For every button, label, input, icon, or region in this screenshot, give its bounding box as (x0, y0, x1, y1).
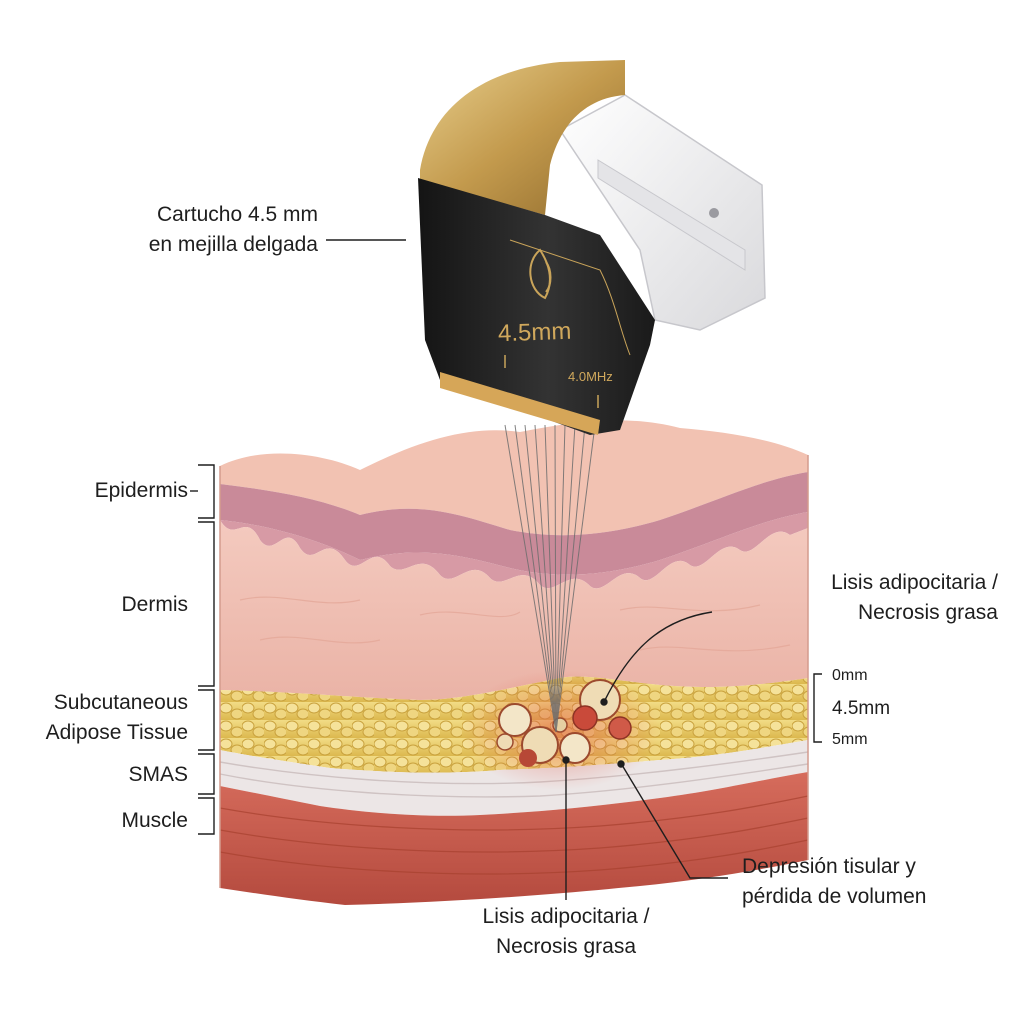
callout-lysis-right-line2: Necrosis grasa (857, 601, 998, 624)
brand-logo-icon (529, 248, 552, 300)
device-depth-marking: 4.5mm (497, 317, 572, 348)
leader-lysis-right (604, 611, 713, 701)
device-frequency-marking: 4.0MHz (568, 369, 613, 384)
label-epidermis: Epidermis (94, 479, 188, 502)
callout-depression: Depresión tisular y pérdida de volumen (742, 852, 982, 912)
label-subcutaneous: Subcutaneous Adipose Tissue (8, 688, 188, 748)
depth-scale-bracket (813, 673, 822, 743)
callout-lysis-bottom: Lisis adipocitaria / Necrosis grasa (420, 902, 712, 962)
leader-lines (190, 239, 822, 900)
bracket-smas (198, 753, 215, 795)
bracket-muscle (198, 797, 215, 835)
necrosis-lesion (460, 670, 660, 790)
depth-scale-top: 0mm (832, 667, 868, 684)
cartridge-callout-line2: en mejilla delgada (148, 233, 318, 256)
dermis-texture (239, 596, 791, 652)
label-muscle: Muscle (121, 809, 188, 832)
dermal-papillae (220, 512, 808, 589)
bracket-fat (198, 689, 215, 751)
cartridge-callout: Cartucho 4.5 mm en mejilla delgada (100, 200, 318, 260)
skin-block (219, 420, 809, 905)
hifu-cartridge (418, 60, 766, 435)
bracket-dermis (198, 521, 215, 687)
depth-scale-mid: 4.5mm (832, 698, 891, 719)
epidermis-band (220, 472, 808, 575)
transducer-strip (440, 372, 600, 435)
muscle-fibers (219, 795, 809, 875)
cartridge-callout-line1: Cartucho 4.5 mm (156, 203, 318, 226)
callout-depression-line1: Depresión tisular y (742, 855, 916, 878)
callout-lysis-bottom-line2: Necrosis grasa (495, 935, 637, 958)
cartridge-gold-cap (420, 60, 625, 215)
label-subcutaneous-line2: Adipose Tissue (45, 721, 188, 744)
leader-depression (621, 764, 728, 879)
depth-scale-bottom: 5mm (832, 731, 868, 748)
label-dermis: Dermis (121, 593, 189, 616)
dermis-layer (220, 520, 808, 700)
muscle-layer (220, 772, 808, 905)
callout-depression-line2: pérdida de volumen (742, 885, 927, 908)
callout-lysis-bottom-line1: Lisis adipocitaria / (482, 905, 650, 928)
callout-lysis-right-line1: Lisis adipocitaria / (831, 571, 998, 594)
label-smas: SMAS (128, 763, 188, 786)
cartridge-black-body (418, 178, 655, 435)
label-subcutaneous-line1: Subcutaneous (53, 691, 188, 714)
callout-lysis-right: Lisis adipocitaria / Necrosis grasa (740, 568, 998, 628)
ultrasound-beams (504, 424, 596, 733)
bracket-epidermis (198, 464, 215, 519)
